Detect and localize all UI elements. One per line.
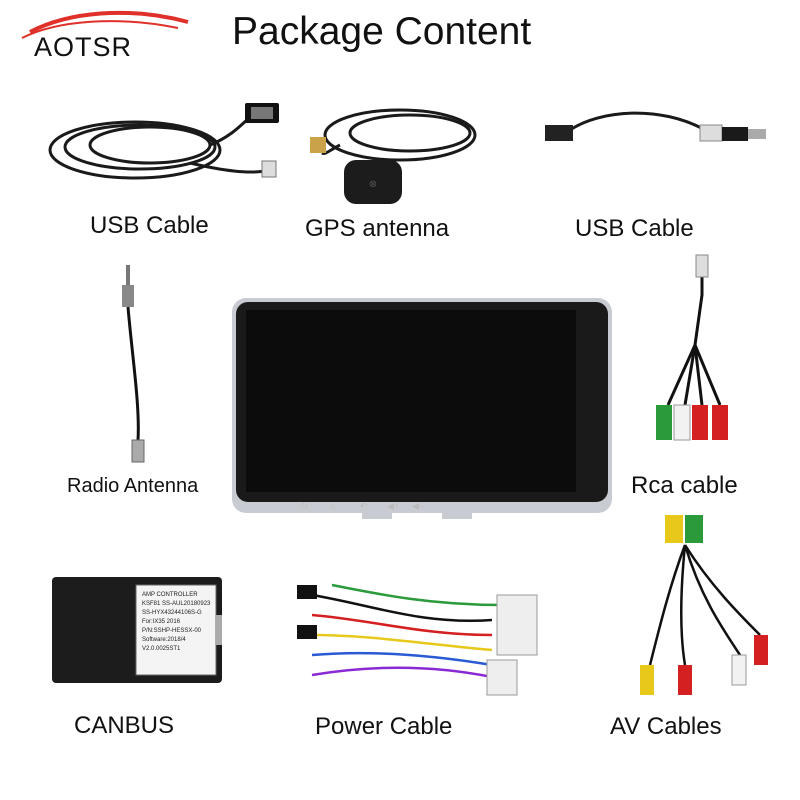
item-label-usb-cable-2: USB Cable bbox=[575, 215, 694, 242]
radio-antenna-image bbox=[122, 265, 145, 463]
usb-cable-image bbox=[48, 103, 279, 180]
gps-antenna-image: ⊗ bbox=[310, 108, 477, 204]
volume-down-icon: ◀− bbox=[412, 501, 425, 511]
item-label-canbus: CANBUS bbox=[74, 712, 175, 739]
head-unit-image: ⏻ ⌂ ↶ ◀+ ◀− bbox=[232, 298, 612, 520]
power-icon: ⏻ bbox=[300, 501, 308, 511]
item-label-power-cable: Power Cable bbox=[315, 713, 453, 740]
av-cables-image bbox=[640, 515, 768, 695]
item-label-rca-cable: Rca cable bbox=[631, 472, 738, 499]
rca-cable-image bbox=[656, 254, 728, 441]
item-label-usb-cable-1: USB Cable bbox=[90, 212, 209, 239]
svg-text:⊗: ⊗ bbox=[369, 179, 377, 190]
canbus-label-text: AMP CONTROLLER KSF81 SS-AUL20180923 SS-H… bbox=[142, 592, 211, 652]
item-label-av-cables: AV Cables bbox=[610, 713, 722, 740]
item-label-gps-antenna: GPS antenna bbox=[305, 215, 450, 242]
home-icon: ⌂ bbox=[330, 501, 336, 511]
brand-name: AOTSR bbox=[34, 32, 133, 62]
item-label-radio-antenna: Radio Antenna bbox=[67, 475, 199, 497]
canbus-image: AMP CONTROLLER KSF81 SS-AUL20180923 SS-H… bbox=[52, 575, 222, 685]
volume-up-icon: ◀+ bbox=[387, 501, 400, 511]
back-icon: ↶ bbox=[360, 501, 368, 511]
usb-cable-short-image bbox=[545, 111, 766, 142]
page-title: Package Content bbox=[232, 10, 532, 53]
power-cable-image bbox=[297, 583, 538, 696]
brand-logo: AOTSR bbox=[8, 8, 198, 68]
car-swoosh-icon bbox=[21, 10, 189, 39]
